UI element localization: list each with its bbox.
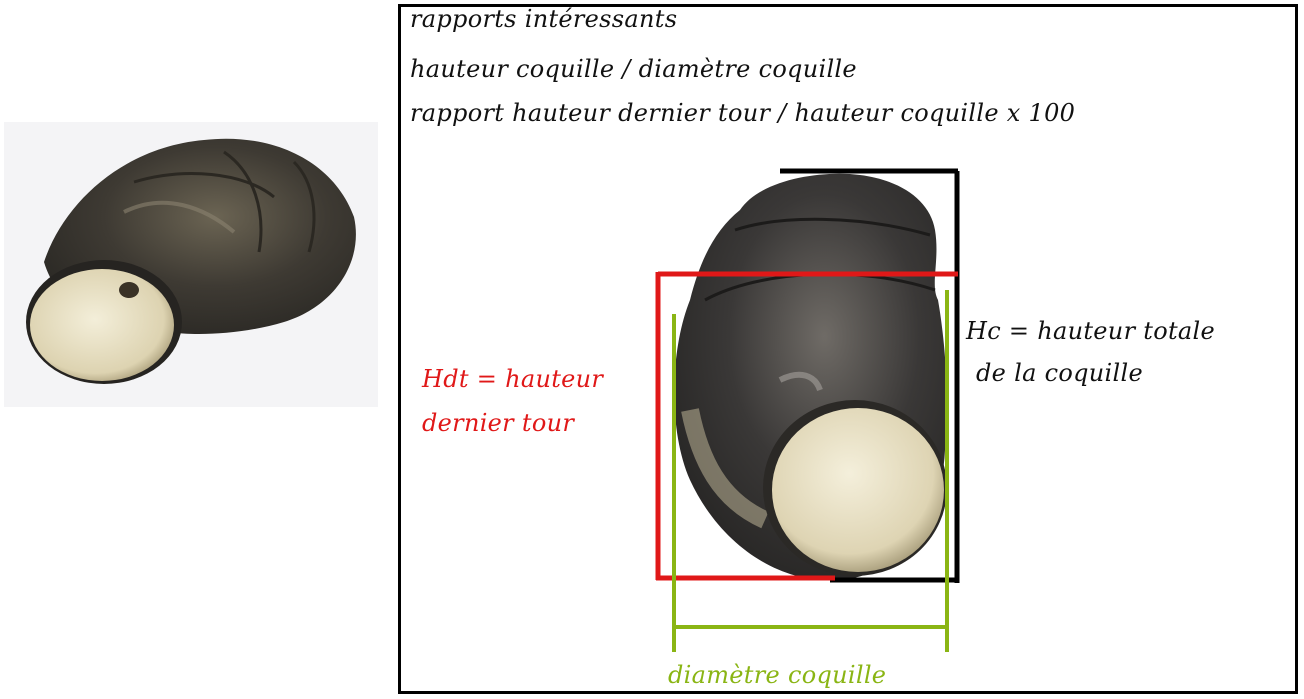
hc-label-line-2: de la coquille (976, 358, 1143, 388)
snail-photo-apertural-view (674, 174, 947, 581)
hdt-label-line-1: Hdt = hauteur (422, 364, 603, 394)
hdt-label-line-2: dernier tour (422, 408, 574, 438)
diameter-label: diamètre coquille (668, 660, 886, 690)
hc-label-line-1: Hc = hauteur totale (966, 316, 1215, 346)
